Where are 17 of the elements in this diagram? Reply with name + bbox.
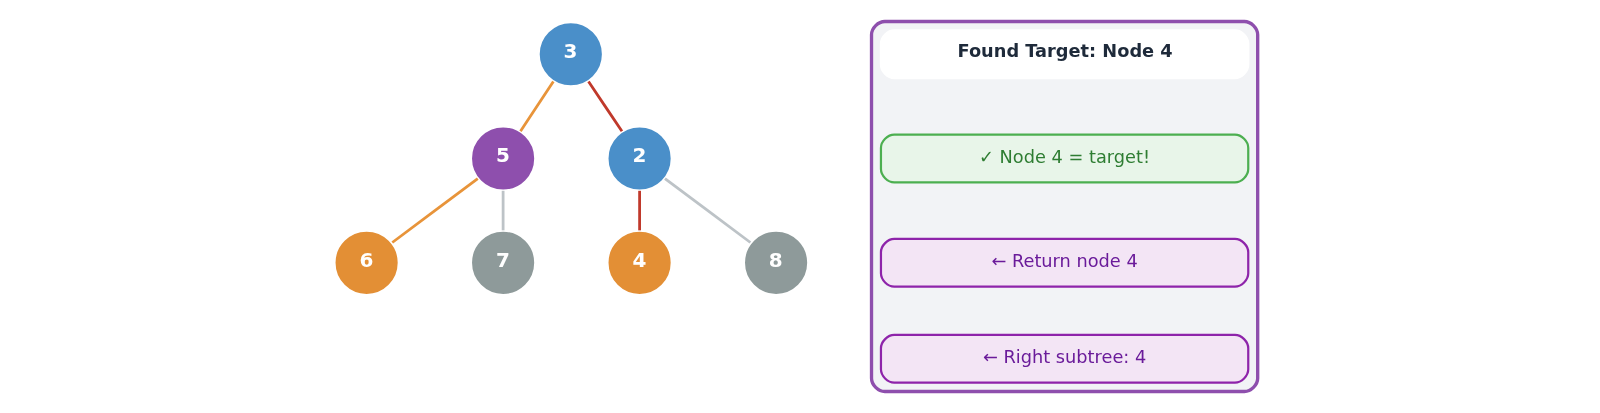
connector <box>501 190 504 231</box>
connector <box>663 177 751 244</box>
connector <box>586 80 623 132</box>
node-circle: 5 <box>469 125 536 192</box>
node-circle: 8 <box>742 229 809 297</box>
connector <box>390 177 479 244</box>
node-box: ✓ Node 4 = target! <box>879 133 1249 184</box>
connector <box>518 80 555 132</box>
node-box: ← Return node 4 <box>879 237 1249 288</box>
node-circle: 6 <box>332 229 400 297</box>
node-circle: 7 <box>469 229 536 297</box>
node-circle: 2 <box>605 125 673 192</box>
node-circle: 3 <box>537 20 604 88</box>
cluster <box>869 19 1259 394</box>
node-box: ← Right subtree: 4 <box>879 333 1249 384</box>
node-circle: 4 <box>605 229 673 297</box>
connector <box>637 190 641 231</box>
